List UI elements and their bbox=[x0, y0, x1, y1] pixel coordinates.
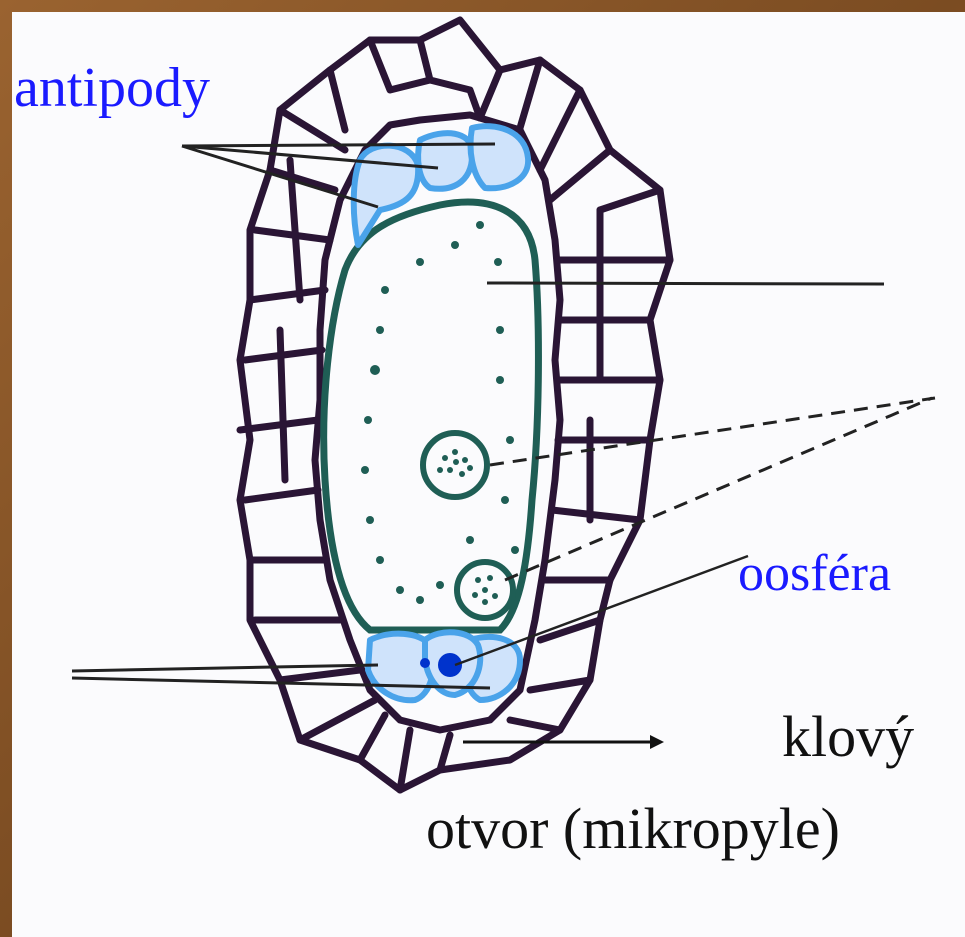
embryo-sac bbox=[324, 202, 539, 630]
egg-nucleus bbox=[457, 562, 513, 618]
label-oosfera: oosféra bbox=[738, 548, 891, 600]
antipodal-cell-2 bbox=[418, 133, 472, 189]
label-klovy: klový bbox=[782, 708, 914, 766]
label-antipody: antipody bbox=[14, 60, 210, 116]
label-otvor-mikropyle: otvor (mikropyle) bbox=[426, 800, 840, 858]
micropyle-arrow bbox=[463, 735, 664, 749]
embryo-sac-wall bbox=[324, 202, 539, 630]
cytoplasm-dots bbox=[361, 221, 519, 604]
antipody-pointer-1 bbox=[182, 144, 495, 146]
antipodal-cell-3 bbox=[471, 126, 529, 188]
central-nucleus bbox=[423, 433, 487, 497]
egg-apparatus bbox=[368, 632, 520, 700]
embryo-sac-pointer bbox=[487, 283, 884, 284]
